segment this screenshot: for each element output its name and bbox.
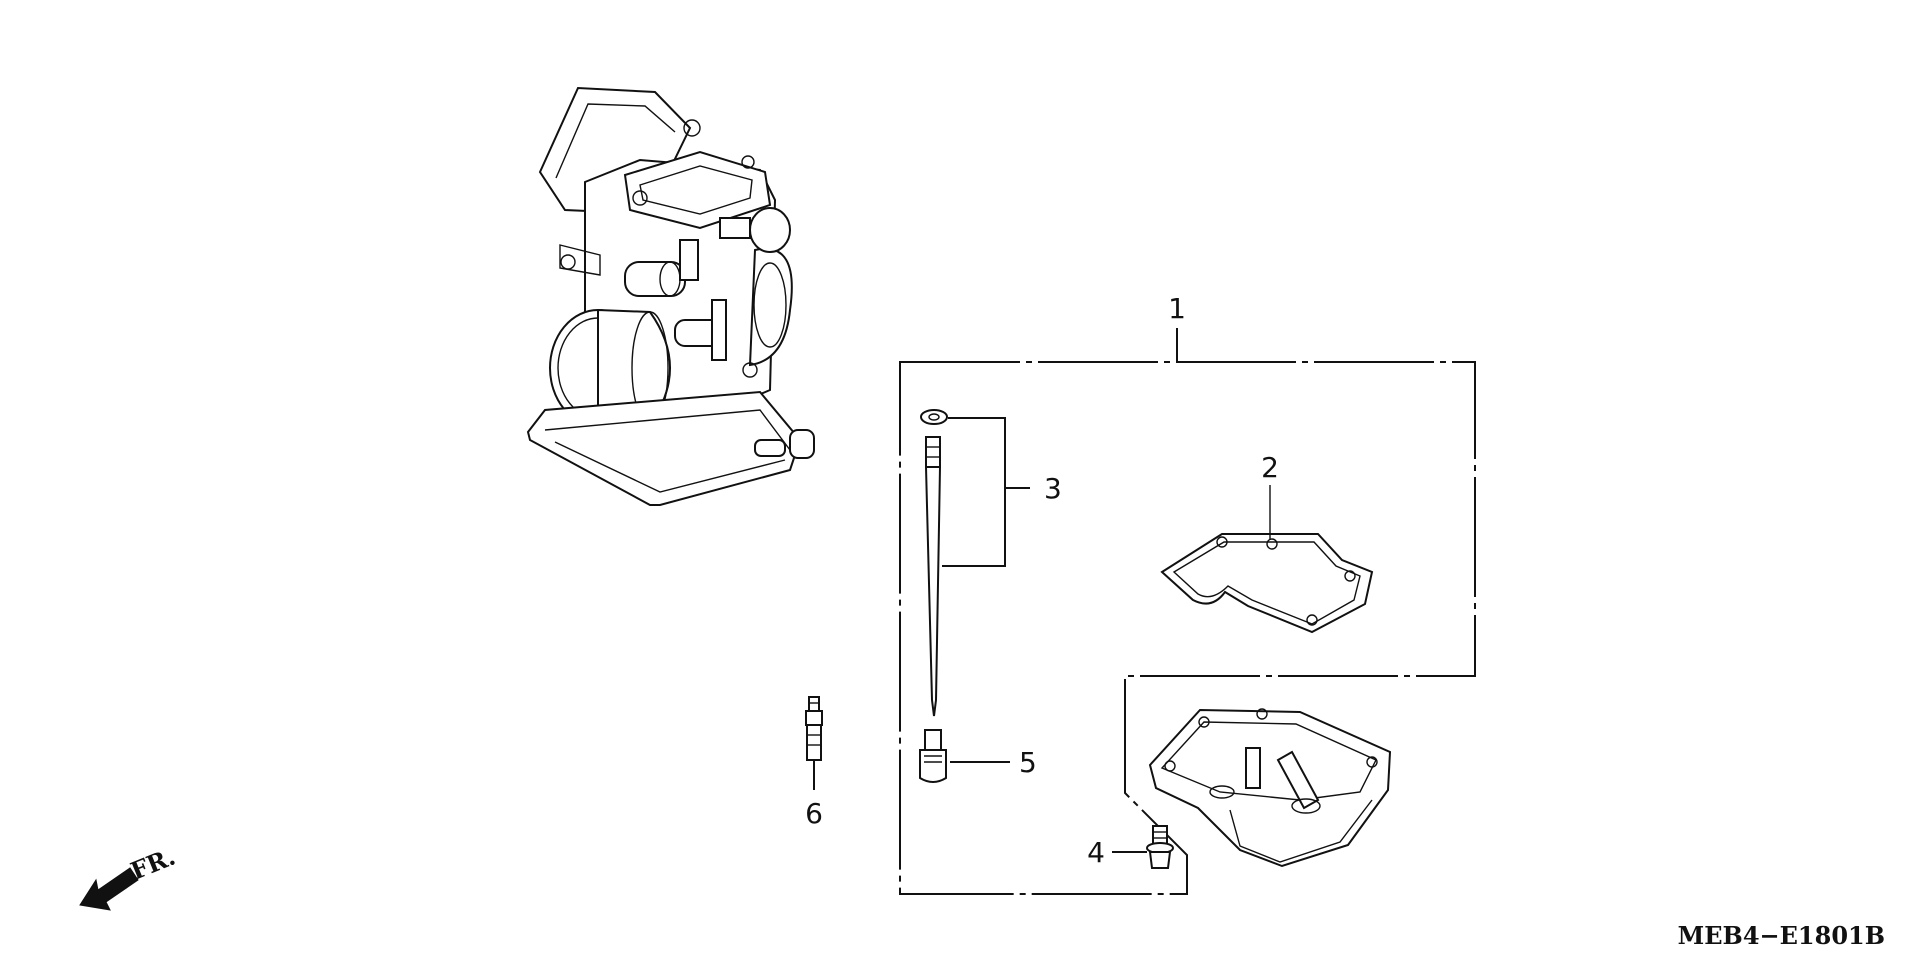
jet-needle-illustration bbox=[920, 409, 1030, 717]
front-direction-label: FR. bbox=[126, 842, 179, 886]
kit-outline bbox=[899, 328, 1476, 895]
callout-6: 6 bbox=[805, 797, 823, 830]
front-arrow-icon bbox=[79, 867, 139, 911]
front-direction-indicator: FR. bbox=[79, 842, 179, 911]
carburetor-assembly-illustration bbox=[526, 86, 815, 506]
diagram-reference-code: MEB4−E1801B bbox=[1678, 921, 1885, 950]
main-jet-illustration bbox=[919, 729, 1010, 783]
pilot-screw-illustration bbox=[805, 696, 823, 790]
gasket-illustration bbox=[1160, 485, 1374, 634]
callout-2: 2 bbox=[1261, 451, 1279, 484]
drain-screw-illustration bbox=[1112, 825, 1174, 869]
callout-1: 1 bbox=[1168, 292, 1186, 325]
callout-5: 5 bbox=[1019, 746, 1037, 779]
float-chamber-illustration bbox=[1148, 708, 1392, 868]
callout-3: 3 bbox=[1044, 472, 1062, 505]
callout-4: 4 bbox=[1087, 836, 1105, 869]
